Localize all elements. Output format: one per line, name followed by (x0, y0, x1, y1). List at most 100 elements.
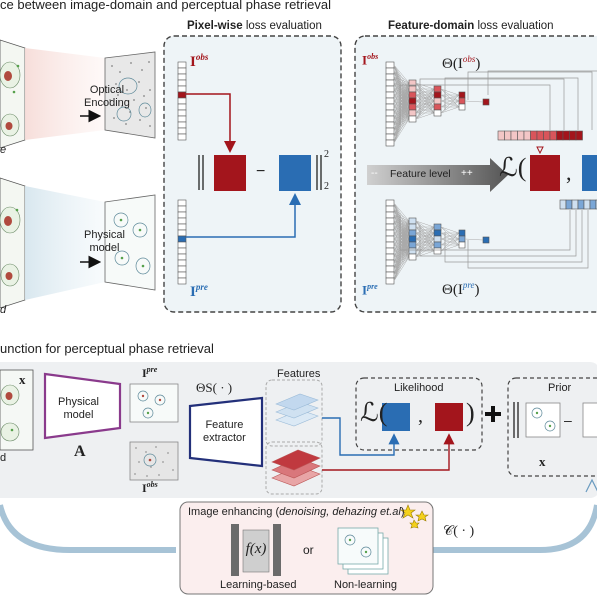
net-connection (440, 232, 460, 252)
net-connection (393, 220, 410, 228)
specimen-top-image (0, 39, 26, 149)
pre-pixel-block (279, 155, 311, 191)
net-connection (393, 250, 410, 282)
optical-encoding-beam (25, 48, 105, 140)
net-connection (440, 88, 460, 96)
theta-obs-label: Θ(Iobs) (442, 54, 481, 72)
net-input-cell (385, 199, 395, 207)
obs-feature-cell (543, 130, 551, 141)
net-input-cell (385, 265, 395, 273)
red-feature-frame (265, 441, 323, 495)
net-layer2-cell (433, 109, 442, 117)
likelihood-box (355, 377, 483, 451)
net-input-cell (385, 61, 395, 69)
feature-level-plus: ++ (461, 168, 473, 179)
net-connection (393, 82, 410, 126)
net-layer2-cell (433, 223, 442, 231)
obs-feature-down-arrow (536, 146, 544, 155)
net-layer3-cell (458, 229, 466, 237)
net-connection (415, 88, 435, 120)
net-input-cell (385, 211, 395, 219)
net-connection (415, 226, 435, 240)
net-input-cell (385, 115, 395, 123)
enhance-title: Image enhancing (denoising, dehazing et.… (188, 506, 405, 518)
net-connection (393, 220, 410, 240)
net-input-cell (385, 103, 395, 111)
feature-loss-symbol: ℒ( (499, 153, 527, 182)
net-connection (393, 256, 410, 282)
blue-feature-stack (275, 393, 319, 427)
net-connection (393, 220, 410, 258)
feature-loss-pre-block (582, 155, 597, 191)
pixel-ipre-label: Ipre (190, 282, 208, 300)
non-learning-label: Non-learning (334, 579, 397, 591)
net-connection (393, 220, 410, 282)
net-input-cell (385, 73, 395, 81)
feature-level-text: Feature level (390, 168, 451, 180)
net-layer3-cell (458, 91, 466, 99)
obs-feature-cell (510, 130, 518, 141)
sparkle-stars-icon (400, 504, 429, 529)
net-connection (440, 232, 460, 246)
cut-label-top: e (0, 144, 7, 156)
net-layer3-cell (458, 235, 466, 243)
net-layer1-cell (408, 103, 417, 111)
feature-route-line (444, 77, 579, 130)
physical-model-block (43, 372, 122, 440)
likelihood-label: Likelihood (394, 382, 444, 394)
c-operator-label: 𝒞( · ) (443, 524, 475, 539)
net-layer1-cell (408, 85, 417, 93)
cut-label-bottom: d (0, 304, 7, 316)
pixel-wise-panel (163, 35, 342, 313)
net-input-cell (385, 139, 395, 147)
pixel-minus: − (256, 163, 266, 180)
obs-vector-cell (177, 79, 187, 87)
net-connection (393, 112, 410, 144)
net-connection (415, 94, 435, 120)
pre-vector-cell (177, 271, 187, 279)
net-layer1-cell (408, 223, 417, 231)
net-layer1-cell (408, 235, 417, 243)
net-connection (415, 226, 435, 258)
obs-vector-cell (177, 115, 187, 123)
feature-route-line (399, 210, 571, 251)
pre-vector-cell (177, 223, 187, 231)
obs-vector-column (177, 61, 187, 141)
pre-feature-cell (583, 199, 591, 210)
net-connection (415, 250, 435, 258)
feature-panel-title-rest: loss evaluation (474, 20, 554, 32)
net-connection (393, 82, 410, 102)
net-connection (393, 220, 410, 264)
norm-superscript: 2 (324, 149, 329, 160)
net-connection (440, 94, 460, 102)
prior-x-label: x (539, 454, 546, 469)
net-input-cell (385, 79, 395, 87)
prior-minus: – (564, 412, 572, 428)
net-input-cell (385, 67, 395, 75)
net-layer2-cell (433, 229, 442, 237)
net-connection (415, 82, 435, 90)
net-input-cell (385, 223, 395, 231)
net-connection (393, 82, 410, 144)
pre-feature-cell (571, 199, 579, 210)
pixel-panel-title: Pixel-wise loss evaluation (187, 20, 322, 32)
feature-panel-title-bold: Feature-domain (388, 20, 475, 32)
obs-feature-cell (569, 130, 577, 141)
feature-route-line (399, 84, 551, 130)
net-layer1-cell (408, 109, 417, 117)
loop-arrow-right (422, 504, 597, 553)
feature-route-line (467, 71, 593, 130)
net-layer2-cell (433, 247, 442, 255)
obs-feature-cell (556, 130, 564, 141)
net-input-cell (385, 253, 395, 261)
feature-level-arrow (367, 158, 508, 192)
or-label: or (303, 543, 314, 557)
pixel-iobs-label: Iobs (190, 52, 209, 70)
net-input-cell (385, 91, 395, 99)
pre-feature-cell (565, 199, 573, 210)
net-input-cell (385, 241, 395, 249)
pre-vector-cell (177, 259, 187, 267)
net-layer2-cell (433, 97, 442, 105)
net-connection (440, 106, 460, 114)
net-connection (393, 208, 410, 222)
